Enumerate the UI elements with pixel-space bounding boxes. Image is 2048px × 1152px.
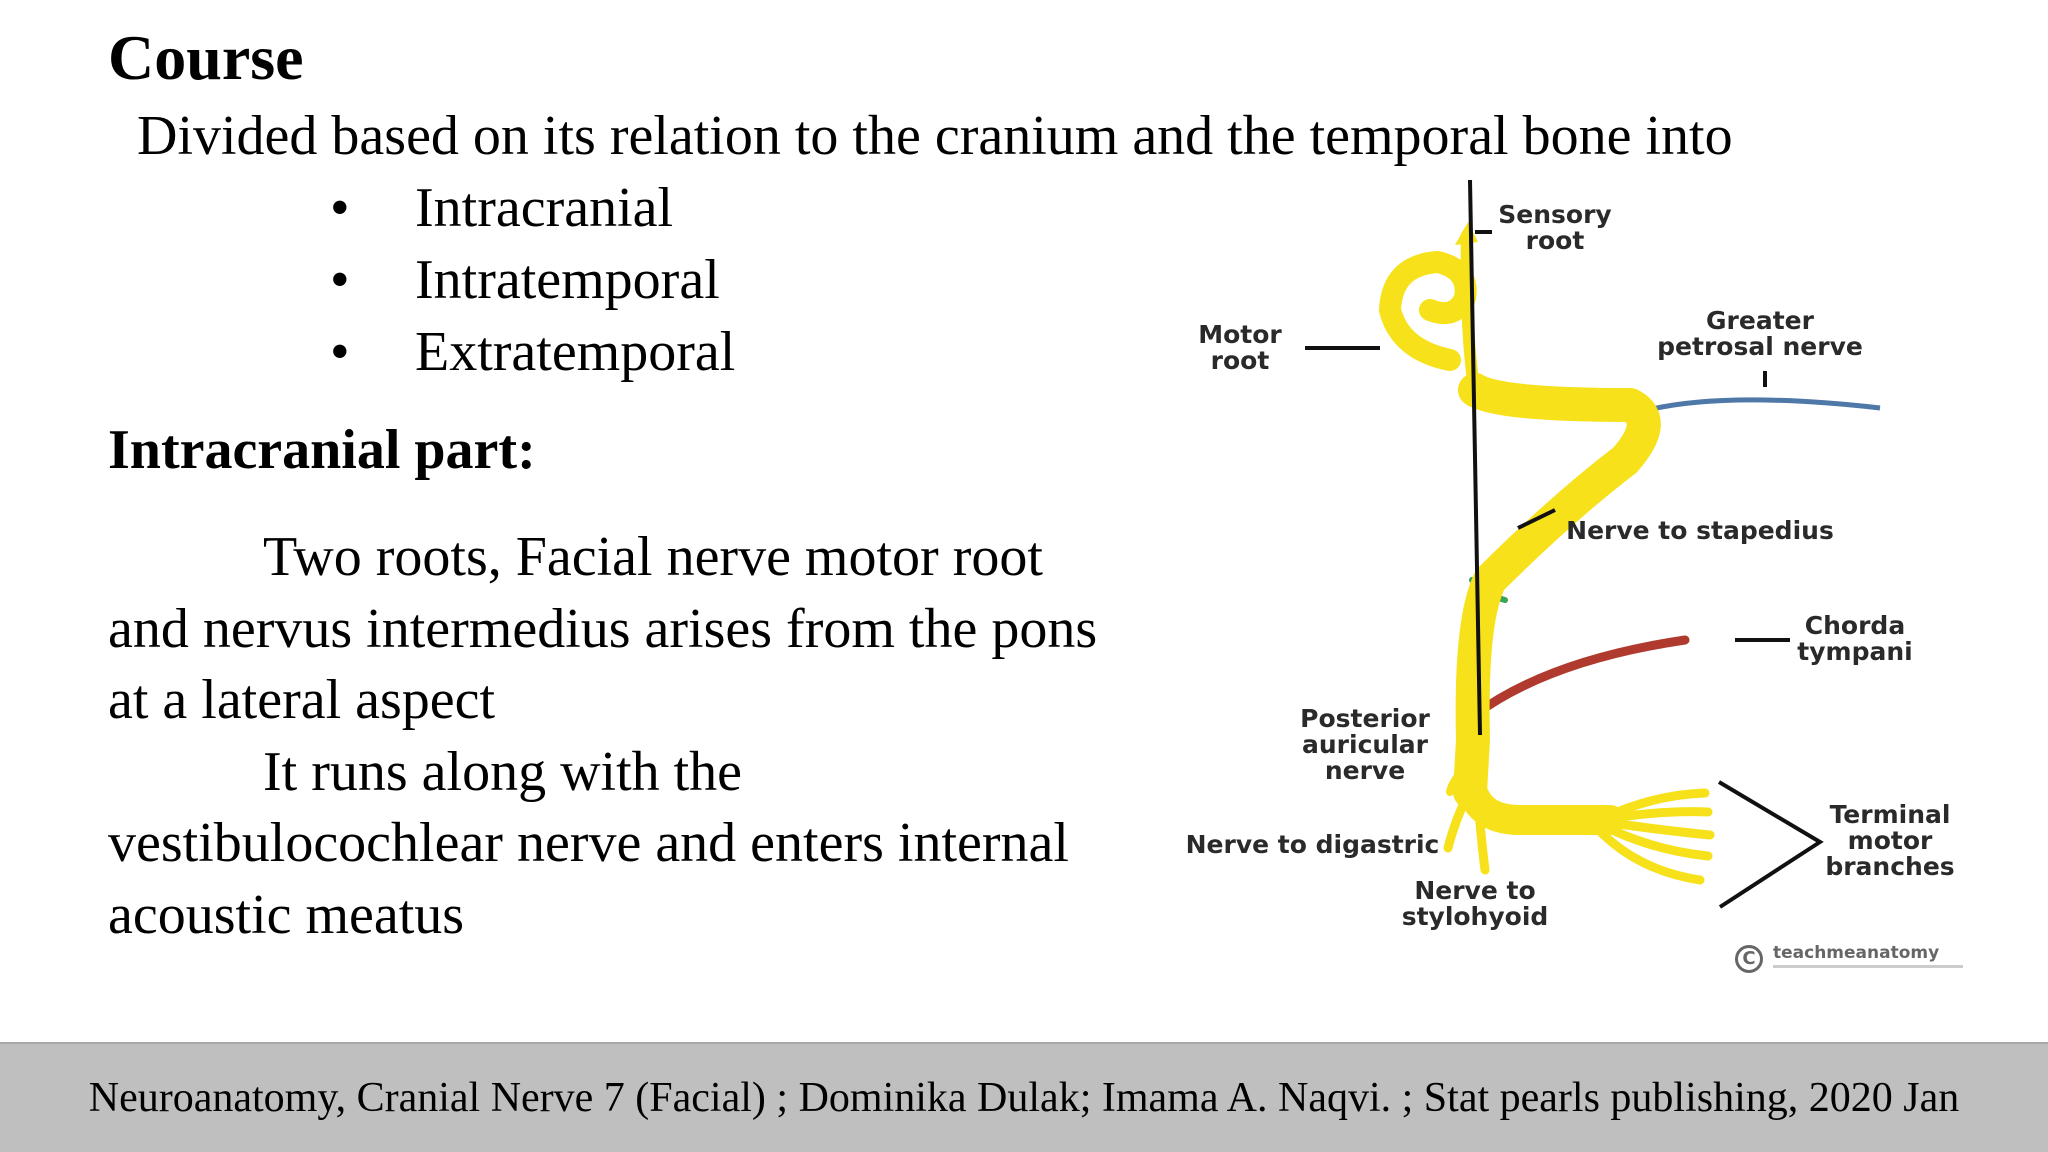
- paragraph: It runs along with the vestibulocochlear…: [108, 740, 1069, 946]
- slide: Course Divided based on its relation to …: [108, 22, 2020, 1020]
- list-item-label: Extratemporal: [415, 321, 736, 383]
- terminal-branch: [1595, 819, 1713, 861]
- image-credit: C teachmeanatomy: [1735, 943, 1975, 979]
- slide-title: Course: [108, 22, 304, 93]
- terminal-branch: [1595, 807, 1713, 825]
- intro-text: Divided based on its relation to the cra…: [137, 105, 1733, 167]
- facial-nerve-trunk: [1453, 373, 1661, 809]
- citation-text: Neuroanatomy, Cranial Nerve 7 (Facial) ;…: [88, 1075, 1960, 1121]
- greater-petrosal-label: Greater petrosal nerve: [1657, 306, 1863, 361]
- nerve-to-digastric-label: Nerve to digastric: [1185, 830, 1440, 859]
- body-text: Two roots, Facial nerve motor root and n…: [108, 522, 1118, 951]
- credit-text: teachmeanatomy: [1773, 943, 1940, 963]
- posterior-auricular-branch: [1446, 756, 1476, 796]
- list-item: • Extratemporal: [330, 316, 735, 388]
- bullet-icon: •: [330, 177, 350, 239]
- facial-nerve-illustration: [1305, 180, 1881, 909]
- greater-petrosal-branch: [1639, 397, 1881, 415]
- stylohyoid-branch: [1473, 790, 1490, 875]
- nerve-to-stapedius-label: Nerve to stapedius: [1566, 516, 1834, 545]
- digastric-branch: [1443, 785, 1475, 853]
- bullet-icon: •: [330, 249, 350, 311]
- chorda-tympani-label: Chorda tympani: [1797, 611, 1913, 666]
- motor-root-label: Motor root: [1198, 320, 1282, 375]
- course-parts-list: • Intracranial • Intratemporal • Extratempo…: [330, 172, 735, 388]
- nerve-to-stylohyoid-label: Nerve to stylohyoid: [1401, 876, 1549, 931]
- list-item: • Intratemporal: [330, 244, 735, 316]
- section-heading: Intracranial part:: [108, 419, 536, 481]
- facial-nerve-diagram: Sensory root Motor root Greater petrosal…: [1180, 180, 2020, 1020]
- sensory-root-label: Sensory root: [1498, 200, 1612, 255]
- copyright-icon: C: [1735, 945, 1763, 973]
- terminal-branch: [1590, 821, 1705, 885]
- list-item-label: Intratemporal: [415, 249, 720, 311]
- footer-bar: Neuroanatomy, Cranial Nerve 7 (Facial) ;…: [0, 1042, 2048, 1152]
- trunk-lower: [1455, 765, 1625, 836]
- bullet-icon: •: [330, 321, 350, 383]
- sensory-root-tip: [1455, 222, 1478, 245]
- paragraph: Two roots, Facial nerve motor root and n…: [108, 526, 1098, 731]
- terminal-motor-label: Terminal motor branches: [1825, 800, 1955, 881]
- list-item-label: Intracranial: [415, 177, 674, 239]
- credit-tagline: [1773, 965, 1963, 968]
- list-item: • Intracranial: [330, 172, 735, 244]
- posterior-auricular-label: Posterior auricular nerve: [1300, 704, 1430, 785]
- motor-root-path: [1379, 251, 1477, 371]
- terminal-branch: [1600, 817, 1715, 840]
- chorda-tympani-branch: [1471, 635, 1690, 719]
